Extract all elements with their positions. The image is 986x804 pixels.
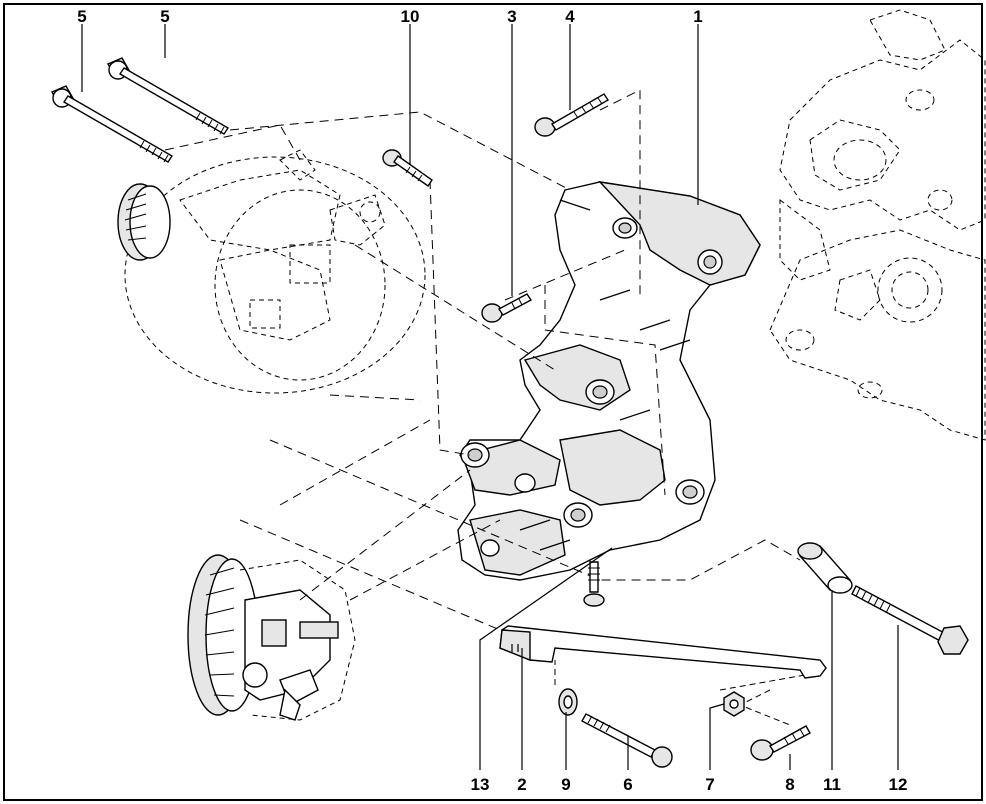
callout-6: 6 xyxy=(623,775,632,794)
spacer-sleeve-11 xyxy=(797,542,853,594)
callout-labels: 5 5 10 3 4 1 13 2 9 6 7 8 11 12 xyxy=(77,7,907,794)
callout-1: 1 xyxy=(693,7,702,26)
bolt-10 xyxy=(382,149,433,187)
callout-5-upper: 5 xyxy=(160,7,169,26)
bolt-4 xyxy=(534,93,609,137)
bolt-5-lower xyxy=(51,85,173,163)
callout-2: 2 xyxy=(517,775,526,794)
callout-5-lower: 5 xyxy=(77,7,86,26)
washer-9 xyxy=(558,688,578,716)
callout-11: 11 xyxy=(823,775,841,794)
leader-lines xyxy=(81,24,899,770)
callout-3: 3 xyxy=(507,7,516,26)
alternator xyxy=(117,149,426,394)
nut-7 xyxy=(723,691,745,717)
diagram-frame xyxy=(3,3,983,801)
callout-4: 4 xyxy=(565,7,575,26)
bolt-5-upper xyxy=(107,57,229,135)
bolt-8 xyxy=(750,725,811,761)
bolt-3 xyxy=(481,293,533,323)
callout-7: 7 xyxy=(705,775,714,794)
callout-10: 10 xyxy=(401,7,420,26)
callout-9: 9 xyxy=(561,775,570,794)
bolt-6 xyxy=(581,713,673,768)
engine-block-ghost xyxy=(769,9,986,441)
callout-8: 8 xyxy=(785,775,794,794)
callout-12: 12 xyxy=(889,775,908,794)
callout-13: 13 xyxy=(471,775,490,794)
accessory-bracket xyxy=(457,180,761,581)
support-strut xyxy=(499,625,827,679)
bolt-13 xyxy=(583,561,605,607)
bolt-12 xyxy=(851,585,969,655)
power-steering-pump xyxy=(187,554,356,721)
